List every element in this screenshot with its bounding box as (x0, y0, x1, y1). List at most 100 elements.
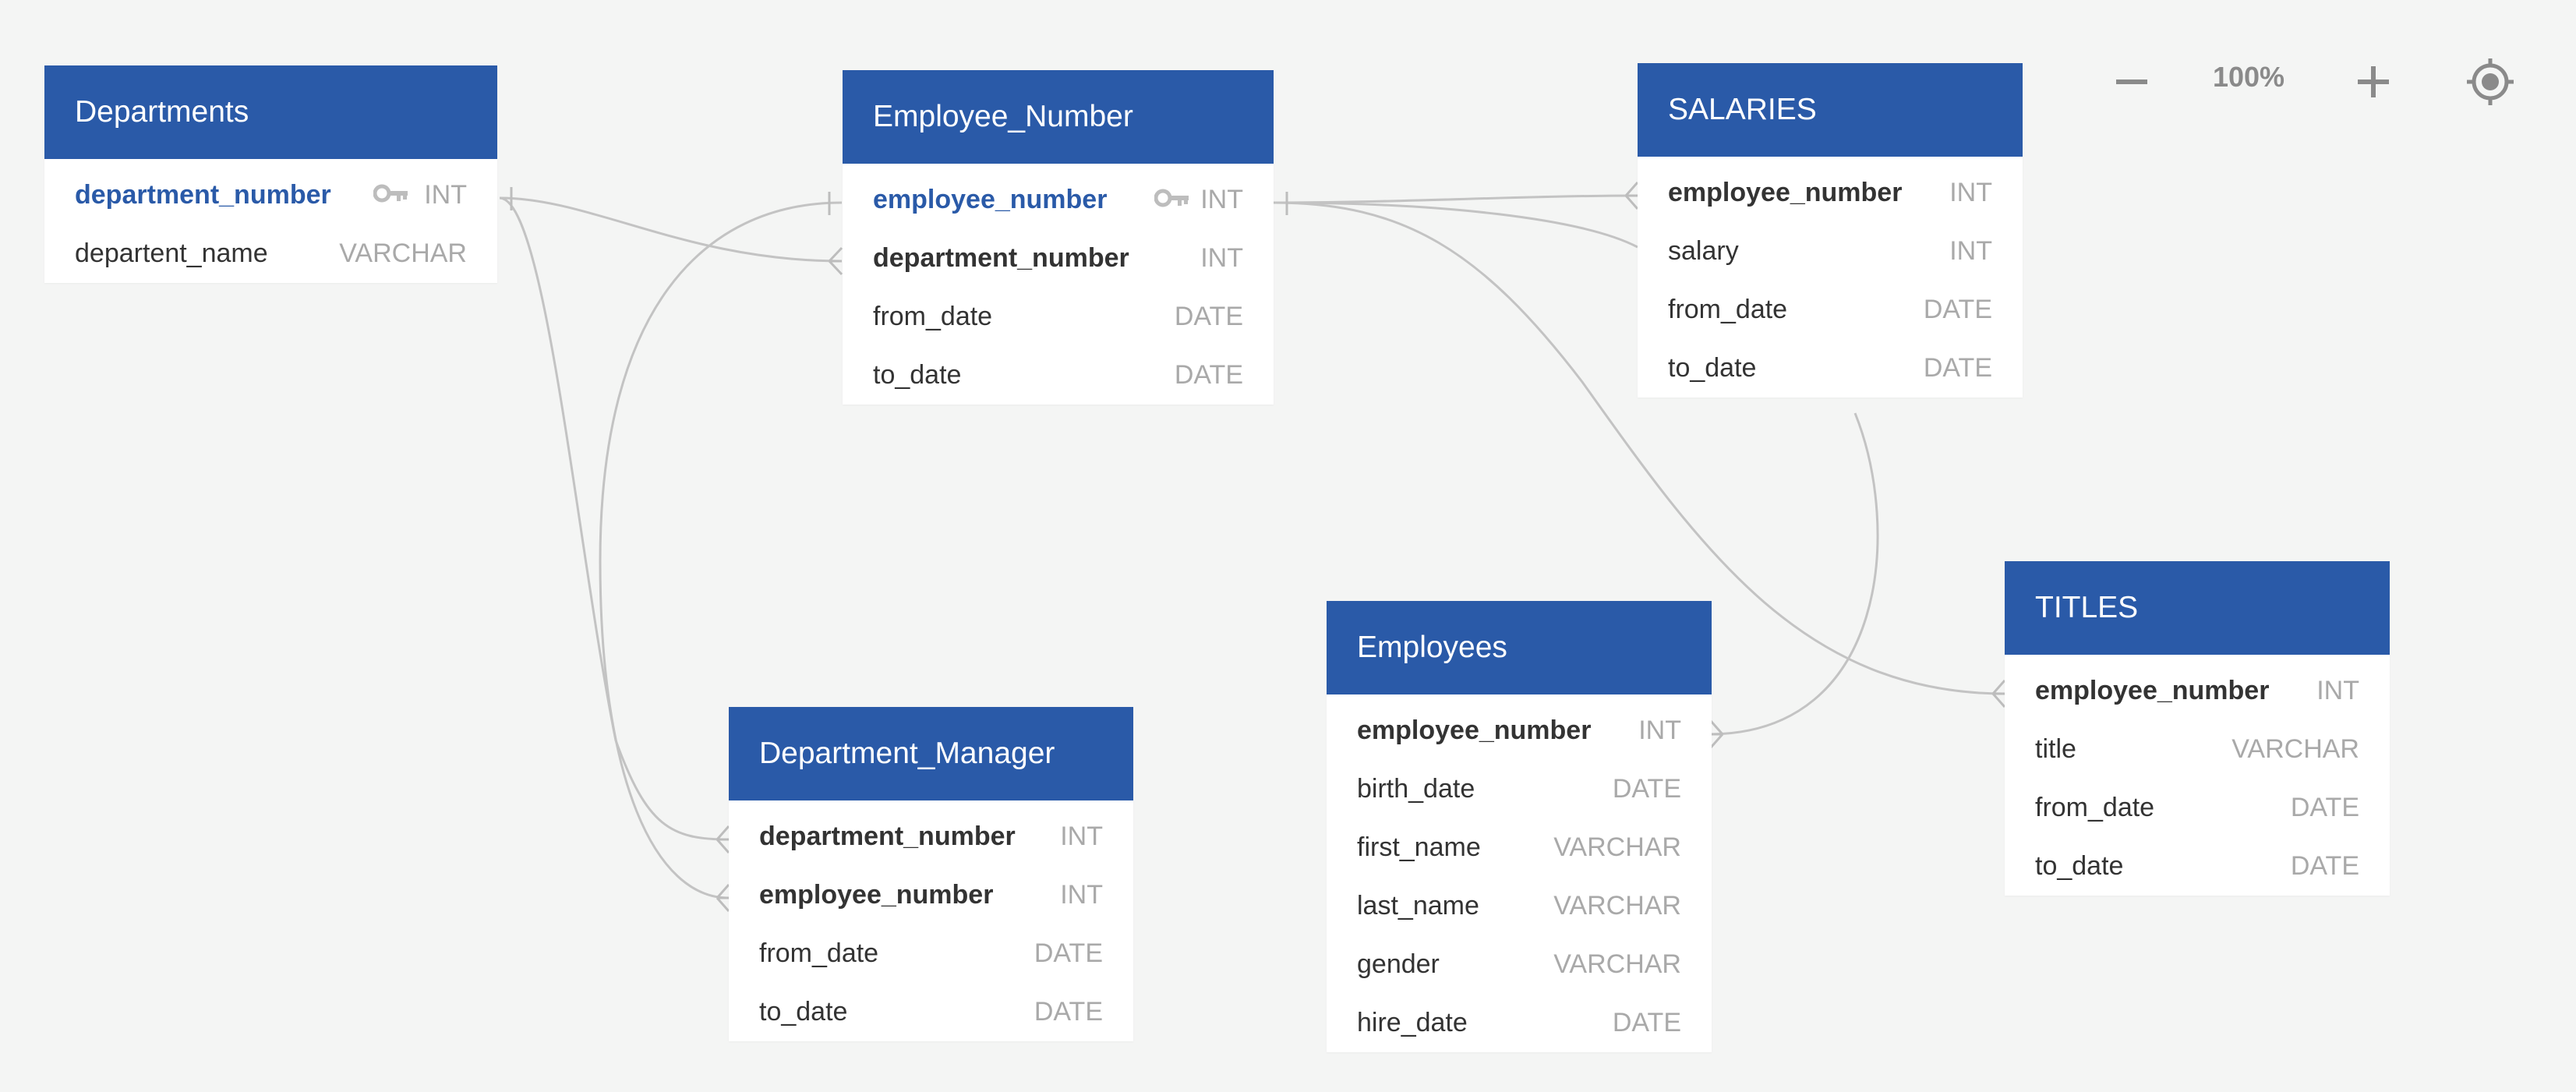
entity-title[interactable]: Employees (1327, 601, 1712, 694)
field-name: birth_date (1357, 774, 1475, 804)
field-name: to_date (873, 360, 962, 390)
zoom-in-button[interactable] (2350, 47, 2397, 117)
field-row[interactable]: department_number INT (729, 808, 1133, 866)
field-row[interactable]: hire_date DATE (1327, 994, 1712, 1052)
field-row[interactable]: title VARCHAR (2005, 720, 2390, 779)
field-row[interactable]: to_date DATE (1638, 339, 2023, 398)
many-marker-employee-number-dept (828, 246, 843, 276)
field-name: department_number (75, 180, 331, 210)
field-row[interactable]: to_date DATE (2005, 837, 2390, 896)
many-marker-dm-emp (716, 884, 730, 912)
field-row[interactable]: employee_number INT (729, 866, 1133, 924)
entity-departments[interactable]: Departments department_number INT depart… (44, 65, 497, 283)
field-row[interactable]: from_date DATE (2005, 779, 2390, 837)
field-type: VARCHAR (1553, 832, 1681, 862)
field-name: from_date (1668, 295, 1788, 324)
entity-titles[interactable]: TITLES employee_number INT title VARCHAR… (2005, 561, 2390, 896)
relation-employee-number-salary[interactable] (1273, 201, 1638, 249)
field-type: DATE (1923, 295, 1992, 324)
field-type: DATE (1034, 938, 1103, 968)
key-icon (1154, 189, 1189, 207)
field-row[interactable]: salary INT (1638, 222, 2023, 281)
field-type: DATE (1174, 302, 1243, 331)
field-row[interactable]: employee_number INT (1327, 701, 1712, 760)
recenter-button[interactable] (2463, 47, 2518, 117)
field-row[interactable]: first_name VARCHAR (1327, 818, 1712, 877)
field-name: employee_number (1357, 716, 1592, 745)
field-type: INT (1200, 243, 1243, 273)
field-name: employee_number (873, 185, 1108, 214)
field-type: DATE (1612, 1008, 1681, 1037)
field-type: INT (1060, 822, 1103, 851)
field-name: to_date (759, 997, 848, 1027)
many-marker-employees (1709, 720, 1724, 748)
field-name: employee_number (759, 880, 994, 910)
field-type: VARCHAR (1553, 891, 1681, 921)
field-row[interactable]: from_date DATE (1638, 281, 2023, 339)
relation-employee-number-department-manager[interactable] (599, 201, 843, 899)
many-marker-dm-dept (716, 825, 730, 853)
field-type: VARCHAR (2231, 734, 2359, 764)
field-row[interactable]: gender VARCHAR (1327, 935, 1712, 994)
field-name: employee_number (1668, 178, 1903, 207)
field-row[interactable]: employee_number INT (2005, 662, 2390, 720)
field-name: to_date (1668, 353, 1757, 383)
field-name: title (2035, 734, 2076, 764)
field-row[interactable]: last_name VARCHAR (1327, 877, 1712, 935)
field-name: employee_number (2035, 676, 2270, 705)
entity-title[interactable]: Departments (44, 65, 497, 159)
entity-title[interactable]: TITLES (2005, 561, 2390, 655)
field-row[interactable]: from_date DATE (729, 924, 1133, 983)
field-type: INT (424, 180, 467, 210)
field-name: from_date (2035, 793, 2155, 822)
field-type: INT (1200, 185, 1243, 214)
field-row[interactable]: employee_number INT (843, 171, 1274, 229)
plus-icon (2358, 66, 2389, 97)
field-name: last_name (1357, 891, 1479, 921)
entity-employees[interactable]: Employees employee_number INT birth_date… (1327, 601, 1712, 1052)
entity-title[interactable]: Employee_Number (843, 70, 1274, 164)
entity-title[interactable]: SALARIES (1638, 63, 2023, 157)
field-type: INT (1060, 880, 1103, 910)
field-row[interactable]: to_date DATE (729, 983, 1133, 1041)
field-name: department_number (873, 243, 1129, 273)
field-row[interactable]: employee_number INT (1638, 164, 2023, 222)
field-row[interactable]: from_date DATE (843, 288, 1274, 346)
entity-salaries[interactable]: SALARIES employee_number INT salary INT … (1638, 63, 2023, 398)
zoom-out-button[interactable] (2108, 47, 2155, 117)
field-row[interactable]: departent_name VARCHAR (44, 224, 497, 283)
field-name: first_name (1357, 832, 1481, 862)
field-row[interactable]: department_number INT (843, 229, 1274, 288)
minus-icon (2116, 80, 2147, 84)
many-marker-titles (1991, 680, 2006, 708)
field-type: VARCHAR (339, 239, 467, 268)
field-type: DATE (1034, 997, 1103, 1027)
relation-departments-employee-number[interactable] (499, 196, 843, 263)
zoom-level: 100% (2212, 61, 2285, 93)
relation-employee-number-salaries[interactable] (1273, 194, 1638, 204)
field-type: VARCHAR (1553, 949, 1681, 979)
field-type: DATE (2290, 793, 2359, 822)
many-marker-salaries (1624, 182, 1639, 210)
relation-salaries-employees[interactable] (1710, 412, 1879, 736)
field-type: DATE (1612, 774, 1681, 804)
field-type: INT (1949, 178, 1992, 207)
field-type: INT (1638, 716, 1681, 745)
field-row[interactable]: birth_date DATE (1327, 760, 1712, 818)
field-type: INT (2316, 676, 2359, 705)
entity-department-manager[interactable]: Department_Manager department_number INT… (729, 707, 1133, 1041)
field-name: hire_date (1357, 1008, 1468, 1037)
field-name: from_date (873, 302, 993, 331)
key-icon (373, 184, 408, 203)
entity-employee-number[interactable]: Employee_Number employee_number INT depa… (843, 70, 1274, 405)
field-row[interactable]: department_number INT (44, 166, 497, 224)
field-row[interactable]: to_date DATE (843, 346, 1274, 405)
field-type: DATE (2290, 851, 2359, 881)
relation-departments-department-manager[interactable] (499, 196, 730, 841)
field-name: salary (1668, 236, 1739, 266)
field-name: departent_name (75, 239, 268, 268)
entity-title[interactable]: Department_Manager (729, 707, 1133, 800)
field-type: INT (1949, 236, 1992, 266)
field-type: DATE (1174, 360, 1243, 390)
